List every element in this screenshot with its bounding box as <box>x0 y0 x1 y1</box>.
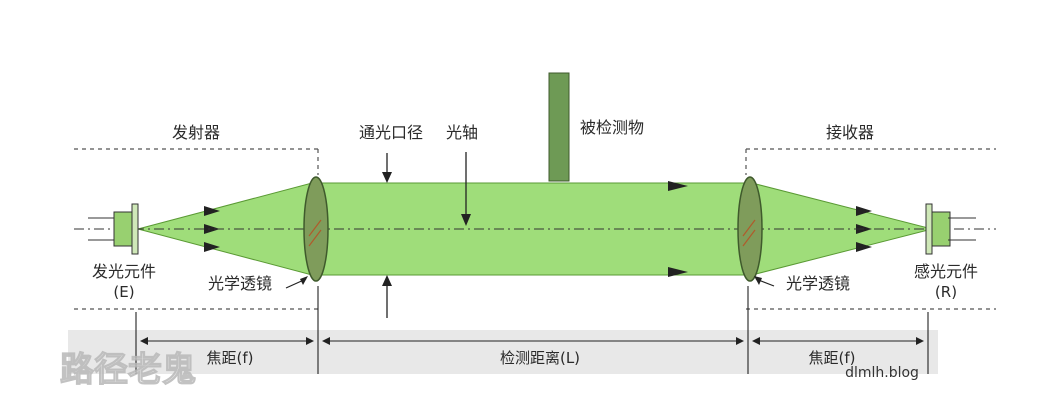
receiving-element-label: 感光元件 <box>914 262 978 281</box>
detected-object <box>548 72 570 182</box>
receiver-group-label: 接收器 <box>826 123 874 142</box>
object-label: 被检测物 <box>580 118 644 137</box>
aperture-label: 通光口径 <box>359 123 423 142</box>
emitter-enclosure <box>74 148 319 310</box>
focal-right-label: 焦距(f) <box>809 349 856 367</box>
optical-axis-indicator <box>461 152 471 226</box>
beam-arrows <box>204 181 872 277</box>
lens-right <box>737 176 763 282</box>
watermark-brand: 路径老鬼 <box>60 350 196 390</box>
emitting-element-label: 发光元件 <box>92 262 156 281</box>
dimension-lines <box>135 286 929 374</box>
lens-right-leader <box>754 276 775 287</box>
emitter-group-label: 发射器 <box>172 123 220 142</box>
lens-left-label: 光学透镜 <box>208 274 272 293</box>
focal-left-label: 焦距(f) <box>207 349 254 367</box>
emitting-element <box>88 203 139 255</box>
emitting-element-code: (E) <box>113 283 134 301</box>
lens-left-leader <box>285 276 308 289</box>
receiving-element-code: (R) <box>935 283 957 301</box>
detection-distance-label: 检测距离(L) <box>500 349 580 367</box>
aperture-indicator <box>382 153 392 318</box>
receiver-enclosure <box>745 148 996 310</box>
lens-right-label: 光学透镜 <box>786 274 850 293</box>
dimension-band <box>68 330 938 374</box>
emitter-beam-cone <box>136 182 313 276</box>
watermark-site: dlmlh.blog <box>845 365 919 381</box>
lens-left <box>303 176 329 282</box>
optical-axis-label: 光轴 <box>446 123 478 142</box>
receiving-element <box>925 203 976 255</box>
